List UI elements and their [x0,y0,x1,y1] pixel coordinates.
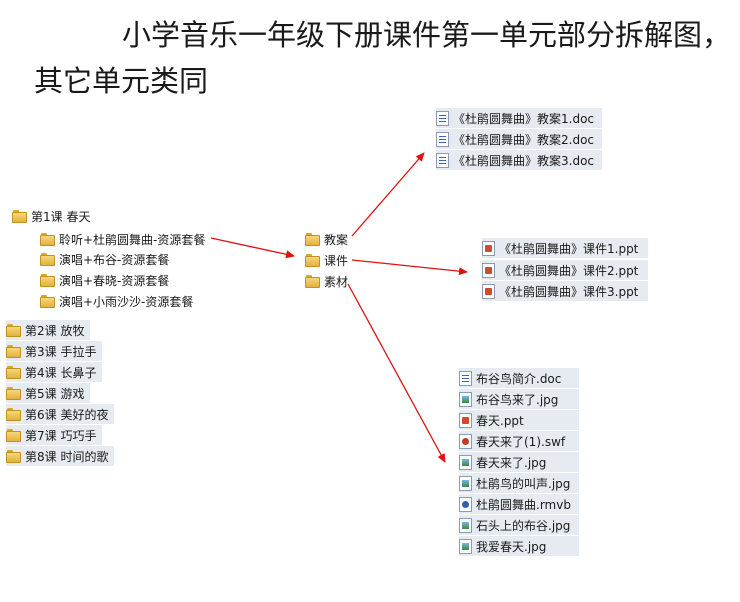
folder-lesson-1[interactable]: 第1课 春天 [12,206,90,226]
file-kejian-2[interactable]: 《杜鹃圆舞曲》课件2.ppt [482,260,648,280]
folder-label: 素材 [324,274,349,289]
arrow-to-jiaoan [351,152,425,237]
file-label: 《杜鹃圆舞曲》教案2.doc [453,132,595,147]
jpg-icon [459,475,472,491]
file-kejian-3[interactable]: 《杜鹃圆舞曲》课件3.ppt [482,281,648,301]
doc-icon [436,152,449,168]
file-sucai-3[interactable]: 春天.ppt [459,410,579,430]
folder-icon [6,407,21,421]
folder-icon [305,253,320,267]
folder-lesson-8[interactable]: 第8课 时间的歌 [6,446,114,466]
folder-lesson-3[interactable]: 第3课 手拉手 [6,341,102,361]
folder-label: 第1课 春天 [31,209,91,224]
jpg-icon [459,517,472,533]
ppt-icon [482,283,495,299]
folder-icon [305,274,320,288]
subfolder-sing-chunxiao[interactable]: 演唱+春晓-资源套餐 [40,270,169,290]
folder-label: 聆听+杜鹃圆舞曲-资源套餐 [59,232,206,247]
file-kejian-1[interactable]: 《杜鹃圆舞曲》课件1.ppt [482,238,648,258]
folder-label: 第7课 巧巧手 [25,428,97,443]
folder-label: 第5课 游戏 [25,386,85,401]
file-sucai-1[interactable]: 布谷鸟简介.doc [459,368,579,388]
folder-label: 第3课 手拉手 [25,344,97,359]
subfolder-sing-xiaoyu[interactable]: 演唱+小雨沙沙-资源套餐 [40,291,193,311]
file-label: 《杜鹃圆舞曲》教案1.doc [453,111,595,126]
ppt-icon [482,240,495,256]
file-sucai-4[interactable]: 春天来了(1).swf [459,431,579,451]
folder-lesson-6[interactable]: 第6课 美好的夜 [6,404,114,424]
folder-icon [6,344,21,358]
folder-label: 第4课 长鼻子 [25,365,97,380]
arrow-to-kejian [351,259,468,276]
file-jiaoan-3[interactable]: 《杜鹃圆舞曲》教案3.doc [436,150,602,170]
file-label: 春天.ppt [476,413,524,428]
folder-icon [40,273,55,287]
folder-icon [40,294,55,308]
file-label: 布谷鸟来了.jpg [476,392,559,407]
folder-label: 第8课 时间的歌 [25,449,109,464]
file-sucai-8[interactable]: 石头上的布谷.jpg [459,515,579,535]
file-label: 《杜鹃圆舞曲》课件2.ppt [499,263,639,278]
folder-kejian[interactable]: 课件 [305,250,348,270]
subfolder-listen-duijuan[interactable]: 聆听+杜鹃圆舞曲-资源套餐 [40,229,205,249]
folder-label: 演唱+春晓-资源套餐 [59,273,170,288]
folder-icon [6,449,21,463]
file-label: 杜鹃圆舞曲.rmvb [476,497,571,512]
diagram-title: 小学音乐一年级下册课件第一单元部分拆解图， 其它单元类同 [0,0,740,110]
folder-icon [305,232,320,246]
doc-icon [436,110,449,126]
swf-icon [459,433,472,449]
arrow-to-sucai [347,283,446,463]
folder-jiaoan[interactable]: 教案 [305,229,348,249]
folder-label: 演唱+小雨沙沙-资源套餐 [59,294,194,309]
file-label: 春天来了.jpg [476,455,547,470]
jpg-icon [459,391,472,407]
file-label: 石头上的布谷.jpg [476,518,571,533]
doc-icon [436,131,449,147]
folder-label: 课件 [324,253,349,268]
folder-icon [40,252,55,266]
folder-label: 第6课 美好的夜 [25,407,109,422]
ppt-icon [482,262,495,278]
folder-icon [6,365,21,379]
file-label: 春天来了(1).swf [476,434,566,449]
folder-label: 第2课 放牧 [25,323,85,338]
file-sucai-9[interactable]: 我爱春天.jpg [459,536,579,556]
doc-icon [459,370,472,386]
file-label: 我爱春天.jpg [476,539,547,554]
folder-icon [6,428,21,442]
title-line-2: 其它单元类同 [34,64,209,98]
folder-lesson-7[interactable]: 第7课 巧巧手 [6,425,102,445]
file-jiaoan-1[interactable]: 《杜鹃圆舞曲》教案1.doc [436,108,602,128]
folder-sucai[interactable]: 素材 [305,271,348,291]
jpg-icon [459,538,472,554]
title-line-1: 小学音乐一年级下册课件第一单元部分拆解图， [122,18,732,52]
file-label: 布谷鸟简介.doc [476,371,562,386]
folder-lesson-4[interactable]: 第4课 长鼻子 [6,362,102,382]
jpg-icon [459,454,472,470]
folder-label: 演唱+布谷-资源套餐 [59,252,170,267]
folder-icon [6,323,21,337]
file-sucai-2[interactable]: 布谷鸟来了.jpg [459,389,579,409]
file-sucai-7[interactable]: 杜鹃圆舞曲.rmvb [459,494,579,514]
arrow-lesson-to-resources [210,237,295,259]
subfolder-sing-bugu[interactable]: 演唱+布谷-资源套餐 [40,249,169,269]
folder-icon [6,386,21,400]
file-label: 《杜鹃圆舞曲》教案3.doc [453,153,595,168]
folder-lesson-5[interactable]: 第5课 游戏 [6,383,90,403]
rmvb-icon [459,496,472,512]
file-label: 《杜鹃圆舞曲》课件3.ppt [499,284,639,299]
ppt-icon [459,412,472,428]
file-label: 杜鹃鸟的叫声.jpg [476,476,571,491]
file-sucai-6[interactable]: 杜鹃鸟的叫声.jpg [459,473,579,493]
file-label: 《杜鹃圆舞曲》课件1.ppt [499,241,639,256]
file-sucai-5[interactable]: 春天来了.jpg [459,452,579,472]
folder-lesson-2[interactable]: 第2课 放牧 [6,320,90,340]
folder-icon [40,232,55,246]
folder-label: 教案 [324,232,349,247]
file-jiaoan-2[interactable]: 《杜鹃圆舞曲》教案2.doc [436,129,602,149]
folder-icon [12,209,27,223]
